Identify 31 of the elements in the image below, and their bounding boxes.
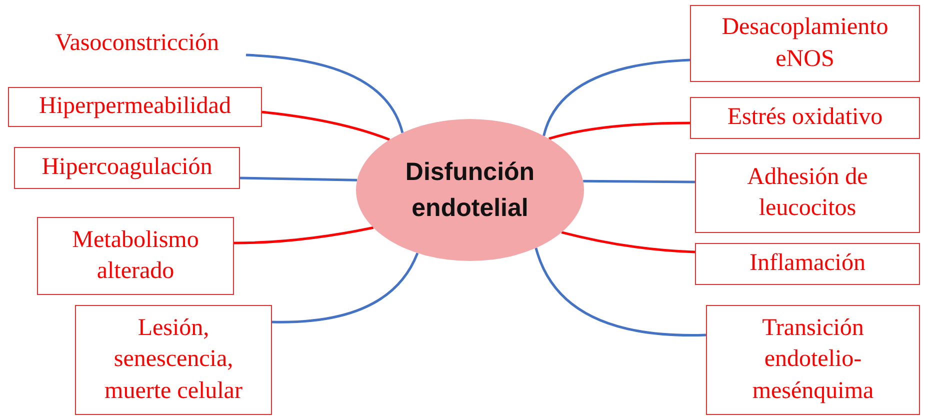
- topic-text: Estrés oxidativo: [727, 103, 883, 132]
- topic-text: Desacoplamiento eNOS: [720, 13, 890, 74]
- topic-box: [8, 87, 262, 127]
- topic-box: [75, 305, 272, 415]
- topic-text: Adhesión de leucocitos: [746, 162, 869, 223]
- topic-text: Vasoconstricción: [55, 29, 219, 58]
- topic-text: Transición endotelio-mesénquima: [751, 314, 875, 406]
- topic-box: [706, 305, 920, 415]
- topic-text: Metabolismo alterado: [71, 226, 200, 286]
- connector-line: [262, 110, 390, 141]
- connector-line: [240, 176, 358, 182]
- topic-box: [695, 153, 920, 233]
- connector-line: [246, 54, 404, 134]
- center-label: Disfunción endotelial: [404, 156, 536, 224]
- topic-box: [14, 147, 240, 189]
- topic-text: Lesión, senescencia, muerte celular: [104, 314, 244, 406]
- connector-line: [234, 226, 374, 244]
- connector-line: [534, 248, 706, 336]
- connector-line: [583, 180, 695, 184]
- topic-text: Inflamación: [750, 249, 866, 278]
- topic-text: Hiperpermeabilidad: [39, 92, 231, 122]
- connector-line: [542, 58, 690, 136]
- topic-box: [695, 243, 920, 285]
- topic-box: [37, 217, 234, 295]
- connector-line: [548, 122, 690, 140]
- center-ellipse: [355, 118, 585, 262]
- topic-box: [690, 5, 920, 82]
- topic-box: [690, 97, 920, 139]
- connector-line: [272, 252, 419, 324]
- connector-line: [561, 231, 696, 254]
- topic-text: Hipercoagulación: [42, 153, 212, 182]
